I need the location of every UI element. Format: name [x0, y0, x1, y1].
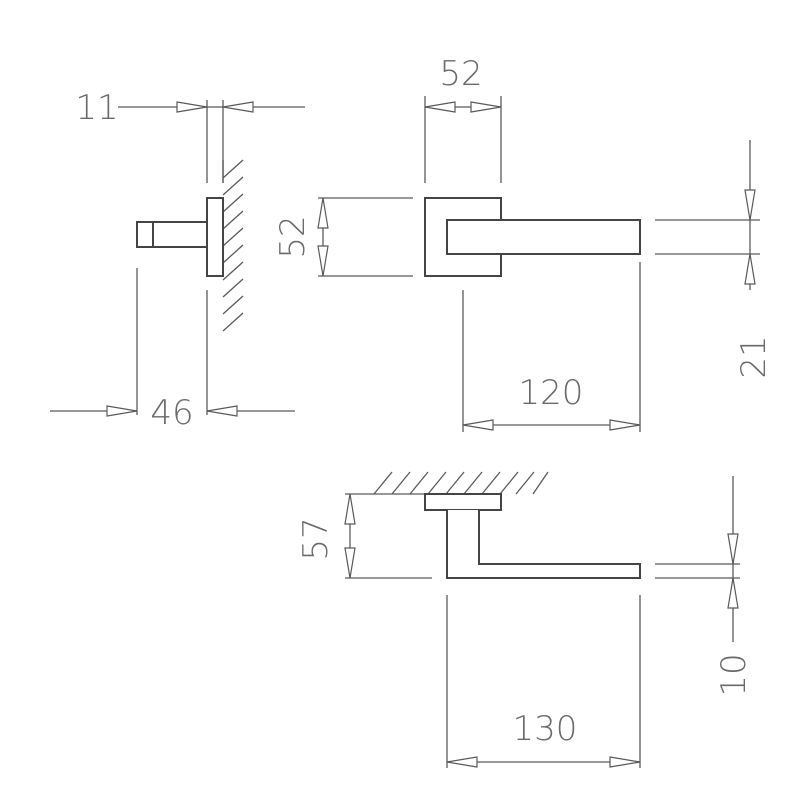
label-10: 10	[714, 653, 754, 696]
wall-hatch	[222, 159, 244, 332]
rosette-side	[206, 197, 224, 277]
side-view	[50, 100, 305, 417]
top-view	[344, 471, 740, 768]
label-52-width: 52	[439, 54, 482, 94]
dimension-11	[118, 100, 305, 183]
label-57: 57	[296, 517, 336, 560]
label-21: 21	[734, 335, 774, 378]
label-52-height: 52	[273, 215, 313, 258]
lever-front	[446, 219, 641, 255]
label-11: 11	[75, 88, 118, 128]
lever-top	[446, 510, 641, 579]
wall-hatch-top	[372, 471, 549, 495]
dimension-21	[655, 140, 760, 290]
label-120: 120	[519, 373, 584, 413]
label-46: 46	[150, 393, 193, 433]
dimension-52-height	[318, 197, 413, 277]
front-view	[317, 96, 760, 432]
label-130: 130	[513, 709, 578, 749]
dimension-57	[345, 493, 432, 579]
rosette-top	[424, 493, 502, 511]
knob-shaft	[136, 221, 208, 248]
dimension-130	[446, 595, 641, 768]
dimension-10	[655, 476, 740, 642]
